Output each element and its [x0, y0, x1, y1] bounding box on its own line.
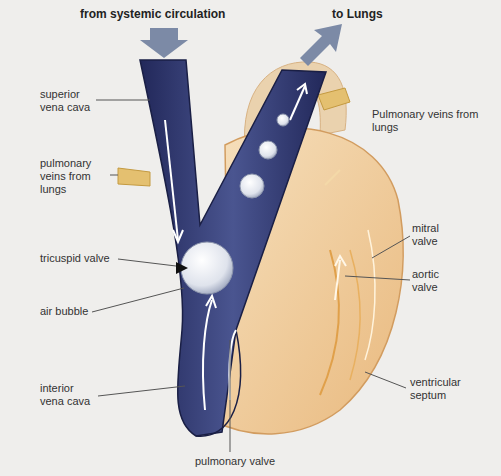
part-label: tricuspid valve	[40, 252, 118, 265]
inflow-arrow	[140, 28, 188, 58]
small-bubble	[240, 174, 264, 198]
pulmonary-vein-left	[118, 168, 150, 186]
part-label: air bubble	[40, 305, 92, 318]
part-label: superior vena cava	[40, 88, 96, 114]
flow-heading: from systemic circulation	[80, 8, 260, 21]
leader-lines	[92, 100, 410, 452]
pulmonary-vein-right	[318, 88, 350, 110]
part-label: ventricular septum	[410, 376, 472, 402]
air-bubble	[181, 242, 233, 294]
part-label: interior vena cava	[40, 382, 98, 408]
valve-pointer	[176, 262, 188, 274]
coronary-vessel	[350, 250, 360, 380]
outflow-arrow	[300, 24, 342, 66]
coronary-vessel	[320, 250, 339, 395]
part-label: aortic valve	[412, 268, 460, 294]
part-label: mitral valve	[412, 222, 460, 248]
blood-flow-arrows	[165, 84, 346, 410]
right-heart-vessels	[140, 60, 326, 436]
part-label: pulmonary veins from lungs	[40, 157, 110, 196]
septum-line	[365, 230, 375, 360]
small-bubble	[277, 114, 289, 126]
small-bubble	[259, 141, 277, 159]
part-label: Pulmonary veins from lungs	[372, 108, 484, 134]
flow-heading: to Lungs	[332, 8, 422, 21]
part-label: pulmonary valve	[195, 455, 295, 468]
